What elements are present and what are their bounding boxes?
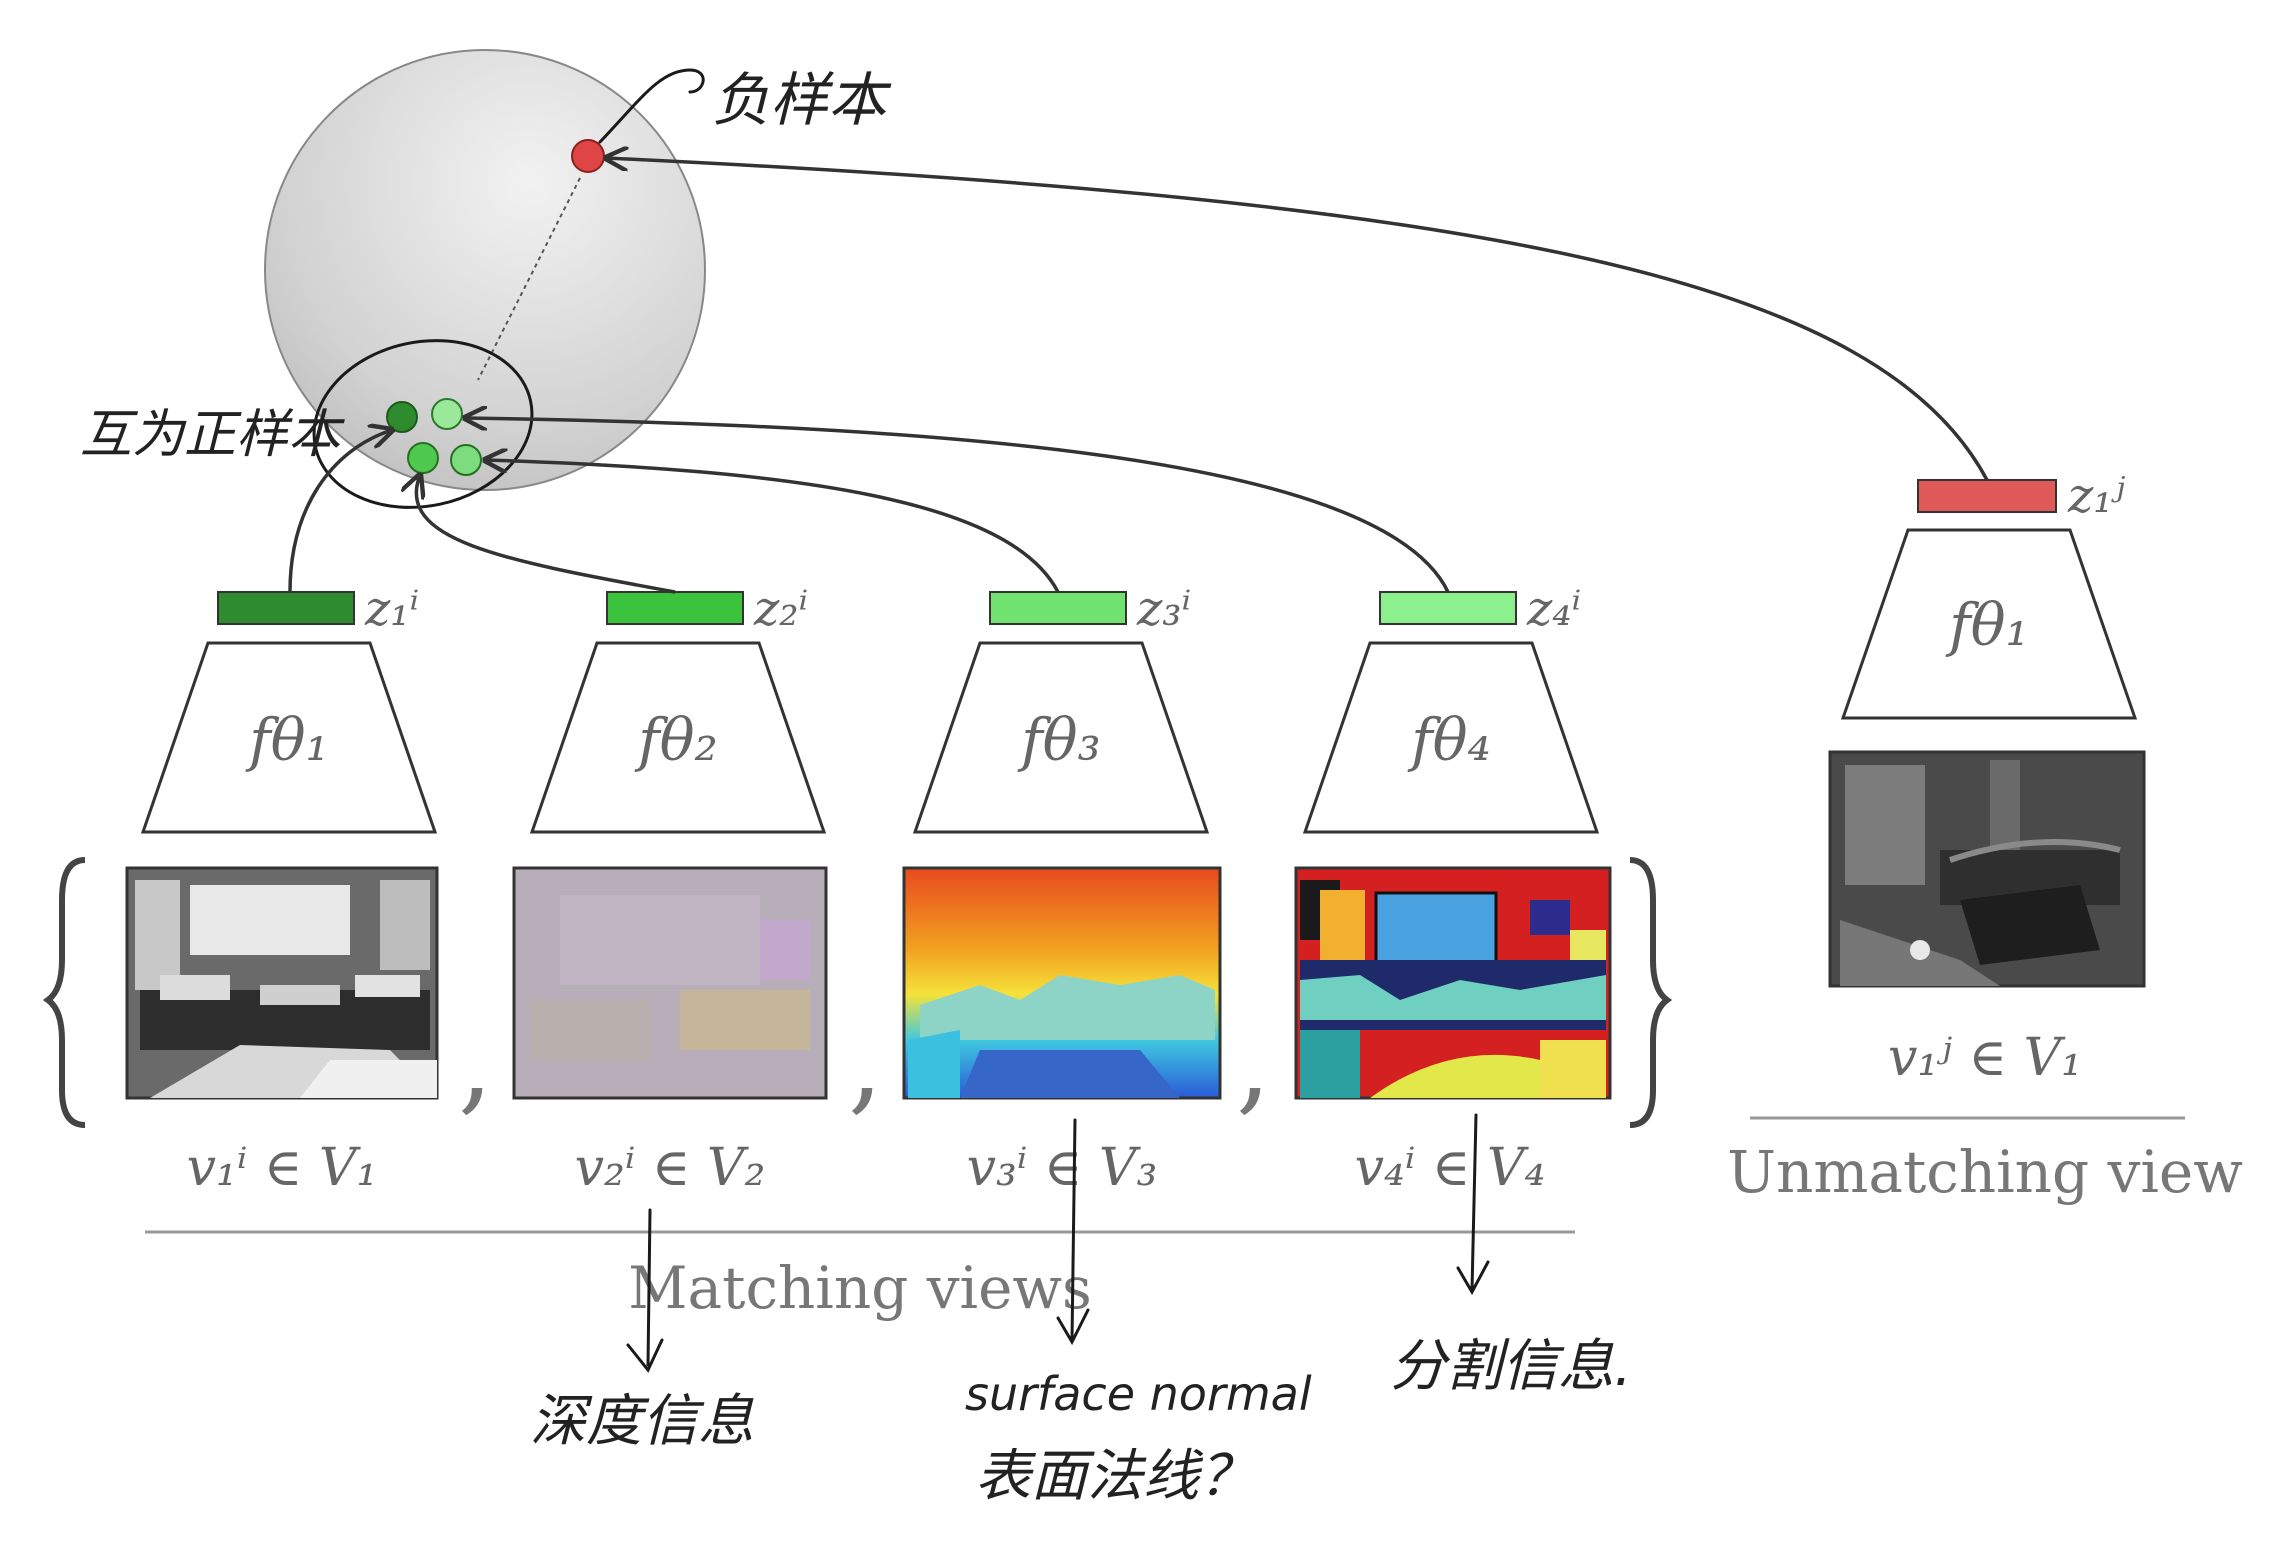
view-label-2: v₂ⁱ ∈ V₂ — [575, 1138, 766, 1198]
arrow-unmatched-to-sphere — [606, 158, 1989, 481]
code-label-unmatched: z₁ʲ — [2067, 468, 2126, 524]
depth-pointer — [626, 1208, 664, 1373]
normal-pointer — [1056, 1118, 1090, 1346]
code-bar-3 — [989, 591, 1127, 625]
view-label-1: v₁ⁱ ∈ V₁ — [187, 1138, 378, 1198]
encoder-4 — [1302, 591, 1600, 834]
comma-1: , — [458, 998, 493, 1126]
encoder-label-4: fθ₄ — [1407, 706, 1491, 774]
right-brace — [1629, 857, 1673, 1128]
comma-2: , — [848, 998, 883, 1126]
encoder-label-1: fθ₁ — [245, 706, 329, 774]
view-image-2 — [512, 866, 828, 1100]
view-label-unmatched: v₁ʲ ∈ V₁ — [1888, 1028, 2082, 1088]
encoder-label-3: fθ₃ — [1017, 706, 1101, 774]
code-bar-4 — [1379, 591, 1517, 625]
encoder-2 — [529, 591, 827, 834]
arrow-z3-to-sphere — [485, 460, 1060, 593]
positive-dot-4 — [450, 444, 482, 476]
positive-dot-3 — [431, 398, 463, 430]
encoder-label-2: fθ₂ — [634, 706, 718, 774]
arrow-z2-to-sphere — [416, 475, 676, 594]
unmatching-caption: Unmatching view — [1727, 1138, 2243, 1206]
negative-distance-line — [477, 177, 581, 381]
encoder-label-unmatched: fθ₁ — [1945, 591, 2029, 659]
positive-dot-2 — [407, 442, 439, 474]
view-image-4 — [1294, 866, 1612, 1100]
segmentation-pointer — [1456, 1113, 1490, 1296]
encoder-1 — [140, 591, 438, 834]
positive-group-circle — [312, 339, 534, 509]
code-bar-unmatched — [1917, 479, 2057, 513]
note-depth: 深度信息 — [530, 1389, 754, 1454]
code-bar-2 — [606, 591, 744, 625]
encoder-3 — [912, 591, 1210, 834]
note-surface-normal-zh: 表面法线？ — [975, 1444, 1255, 1509]
negative-label-pointer — [598, 68, 705, 144]
left-brace — [42, 857, 86, 1128]
positive-dot-1 — [386, 401, 418, 433]
view-image-1 — [125, 866, 439, 1100]
negative-sample-dot — [571, 139, 605, 173]
comma-3: , — [1236, 998, 1271, 1126]
code-bar-1 — [217, 591, 355, 625]
arrow-z4-to-sphere — [465, 418, 1450, 593]
note-surface-normal-en: surface normal — [965, 1367, 1312, 1421]
code-label-3: z₃ⁱ — [1136, 581, 1191, 637]
view-image-unmatched — [1828, 750, 2146, 988]
arrow-z1-to-sphere — [288, 430, 392, 593]
code-label-2: z₂ⁱ — [753, 581, 808, 637]
note-negative-sample: 负样本 — [712, 66, 892, 134]
encoder-unmatched — [1840, 479, 2138, 720]
view-label-4: v₄ⁱ ∈ V₄ — [1355, 1138, 1546, 1198]
note-positive-samples: 互为正样本 — [80, 405, 345, 465]
view-label-3: v₃ⁱ ∈ V₃ — [967, 1138, 1158, 1198]
note-segmentation: 分割信息. — [1390, 1334, 1632, 1399]
matching-caption: Matching views — [628, 1254, 1092, 1322]
code-label-4: z₄ⁱ — [1526, 581, 1581, 637]
view-image-3 — [902, 866, 1222, 1100]
code-label-1: z₁ⁱ — [364, 581, 419, 637]
